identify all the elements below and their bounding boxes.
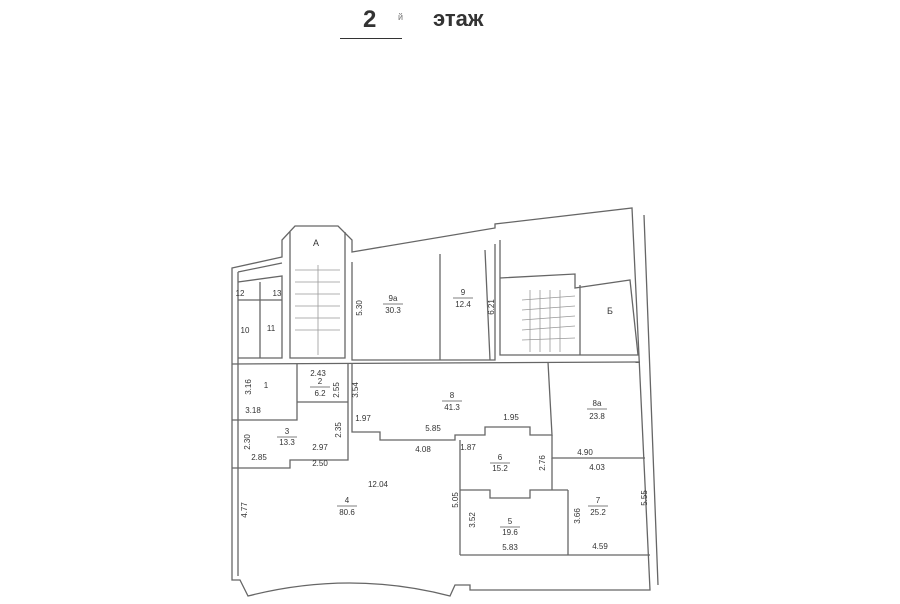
dim: 5.55 <box>640 490 649 506</box>
room-13-number: 13 <box>273 289 282 298</box>
dim: 5.30 <box>355 300 364 316</box>
room-8a-area: 23.8 <box>589 412 605 421</box>
room-8-number: 8 <box>450 391 455 400</box>
dim: 2.55 <box>332 382 341 398</box>
stair-a-label: A <box>313 238 319 248</box>
dim: 4.03 <box>589 463 605 472</box>
dim: 1.87 <box>460 443 476 452</box>
dim: 1.97 <box>355 414 371 423</box>
room-2-area: 6.2 <box>314 389 326 398</box>
floor-word: этаж <box>433 6 484 31</box>
room-7-number: 7 <box>596 496 601 505</box>
room-11-number: 11 <box>267 324 276 333</box>
dim: 4.59 <box>592 542 608 551</box>
dim: 6.21 <box>487 299 496 315</box>
dim: 3.66 <box>573 508 582 524</box>
room-4-number: 4 <box>345 496 350 505</box>
room-7-area: 25.2 <box>590 508 606 517</box>
dimension-labels: 5.30 6.21 3.16 3.18 2.43 2.55 3.54 1.97 … <box>240 299 649 552</box>
room-labels: A Б 1 2 6.2 3 13.3 4 80.6 5 19.6 6 15.2 … <box>236 238 614 537</box>
dim: 4.90 <box>577 448 593 457</box>
room-9-area: 12.4 <box>455 300 471 309</box>
dim: 12.04 <box>368 480 389 489</box>
walls <box>231 207 659 597</box>
dim: 3.52 <box>468 512 477 528</box>
room-8a-number: 8а <box>593 399 602 408</box>
header-underline <box>340 38 402 39</box>
dim: 2.30 <box>243 434 252 450</box>
room-9-number: 9 <box>461 288 466 297</box>
floor-number: 2 <box>363 6 377 33</box>
room-6-number: 6 <box>498 453 503 462</box>
room-1-number: 1 <box>264 381 269 390</box>
dim: 2.43 <box>310 369 326 378</box>
stair-b-label: Б <box>607 306 613 316</box>
dim: 3.18 <box>245 406 261 415</box>
dim: 5.05 <box>451 492 460 508</box>
room-9a-area: 30.3 <box>385 306 401 315</box>
room-4-area: 80.6 <box>339 508 355 517</box>
dim: 4.08 <box>415 445 431 454</box>
room-12-number: 12 <box>236 289 245 298</box>
room-3-number: 3 <box>285 427 290 436</box>
dim: 3.54 <box>351 382 360 398</box>
dim: 4.77 <box>240 502 249 518</box>
dim: 5.85 <box>425 424 441 433</box>
dim: 2.76 <box>538 455 547 471</box>
room-6-area: 15.2 <box>492 464 508 473</box>
dim: 5.83 <box>502 543 518 552</box>
room-3-area: 13.3 <box>279 438 295 447</box>
room-10-number: 10 <box>241 326 250 335</box>
floor-mark: й <box>398 12 404 22</box>
dim: 3.16 <box>244 379 253 395</box>
dim: 2.35 <box>334 422 343 438</box>
room-9a-number: 9а <box>389 294 398 303</box>
room-8-area: 41.3 <box>444 403 460 412</box>
dim: 2.50 <box>312 459 328 468</box>
room-5-number: 5 <box>508 517 513 526</box>
dim: 2.97 <box>312 443 328 452</box>
dim: 2.85 <box>251 453 267 462</box>
dim: 1.95 <box>503 413 519 422</box>
room-5-area: 19.6 <box>502 528 518 537</box>
room-2-number: 2 <box>318 377 323 386</box>
